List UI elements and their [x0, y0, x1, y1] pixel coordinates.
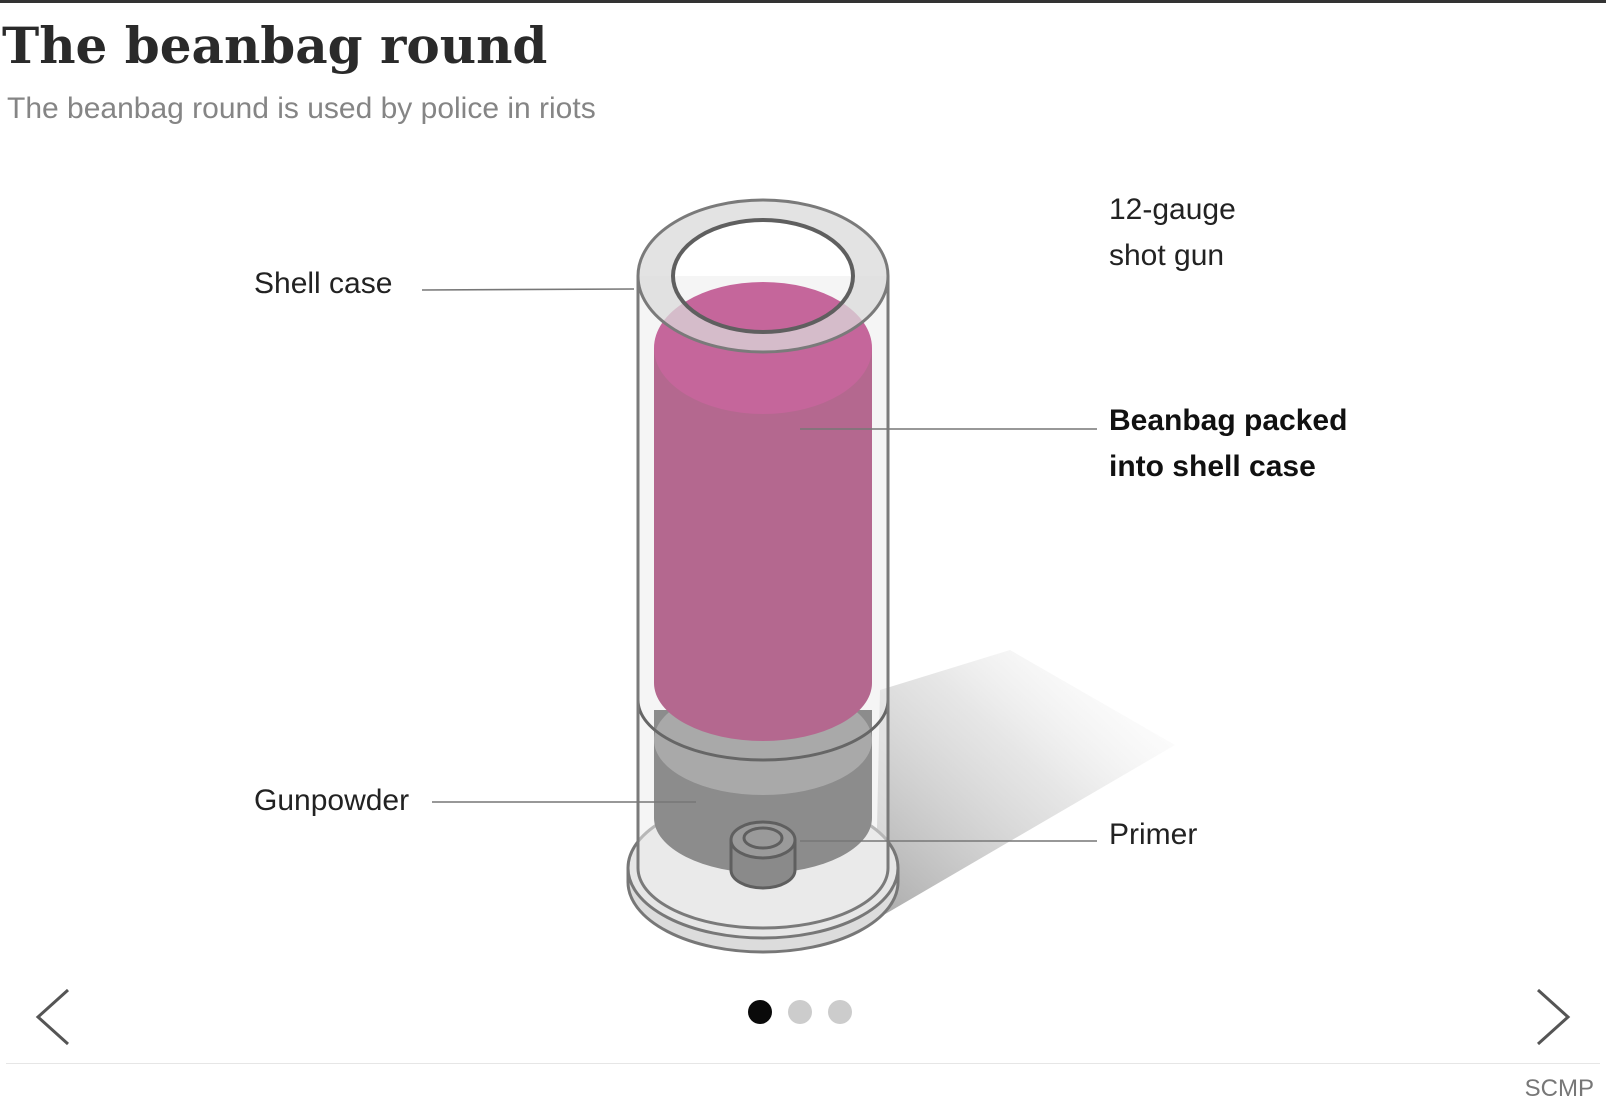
slide-dot-3[interactable] — [828, 1000, 852, 1024]
prev-slide-button[interactable] — [28, 982, 88, 1052]
source-credit: SCMP — [1524, 1075, 1594, 1102]
page-subtitle: The beanbag round is used by police in r… — [7, 92, 596, 125]
slide-dot-1[interactable] — [748, 1000, 772, 1024]
label-beanbag-line1: Beanbag packed — [1109, 404, 1348, 437]
label-12-gauge-line2: shot gun — [1109, 239, 1225, 272]
leader-lines — [421, 288, 1097, 842]
label-primer: Primer — [1109, 818, 1198, 851]
bottom-divider — [6, 1063, 1600, 1064]
chevron-right-icon — [1536, 988, 1571, 1046]
page-title: The beanbag round — [2, 16, 548, 75]
shell-top-rim — [636, 198, 890, 354]
label-12-gauge-line1: 12-gauge — [1109, 193, 1236, 226]
label-beanbag: Beanbag packed into shell case — [1109, 398, 1347, 490]
label-12-gauge: 12-gauge shot gun — [1109, 187, 1236, 279]
slide-dot-2[interactable] — [788, 1000, 812, 1024]
top-rule — [0, 0, 1606, 3]
label-gunpowder: Gunpowder — [254, 784, 410, 817]
label-beanbag-line2: into shell case — [1109, 450, 1316, 483]
shell-case-leader — [421, 288, 635, 291]
primer-cap — [729, 820, 797, 890]
next-slide-button[interactable] — [1518, 982, 1578, 1052]
label-shell-case: Shell case — [254, 267, 393, 300]
chevron-left-icon — [35, 988, 70, 1046]
slide-indicator — [748, 1000, 852, 1024]
wad-line — [636, 699, 890, 762]
beanbag-payload — [654, 282, 872, 741]
cast-shadow — [875, 650, 1175, 920]
